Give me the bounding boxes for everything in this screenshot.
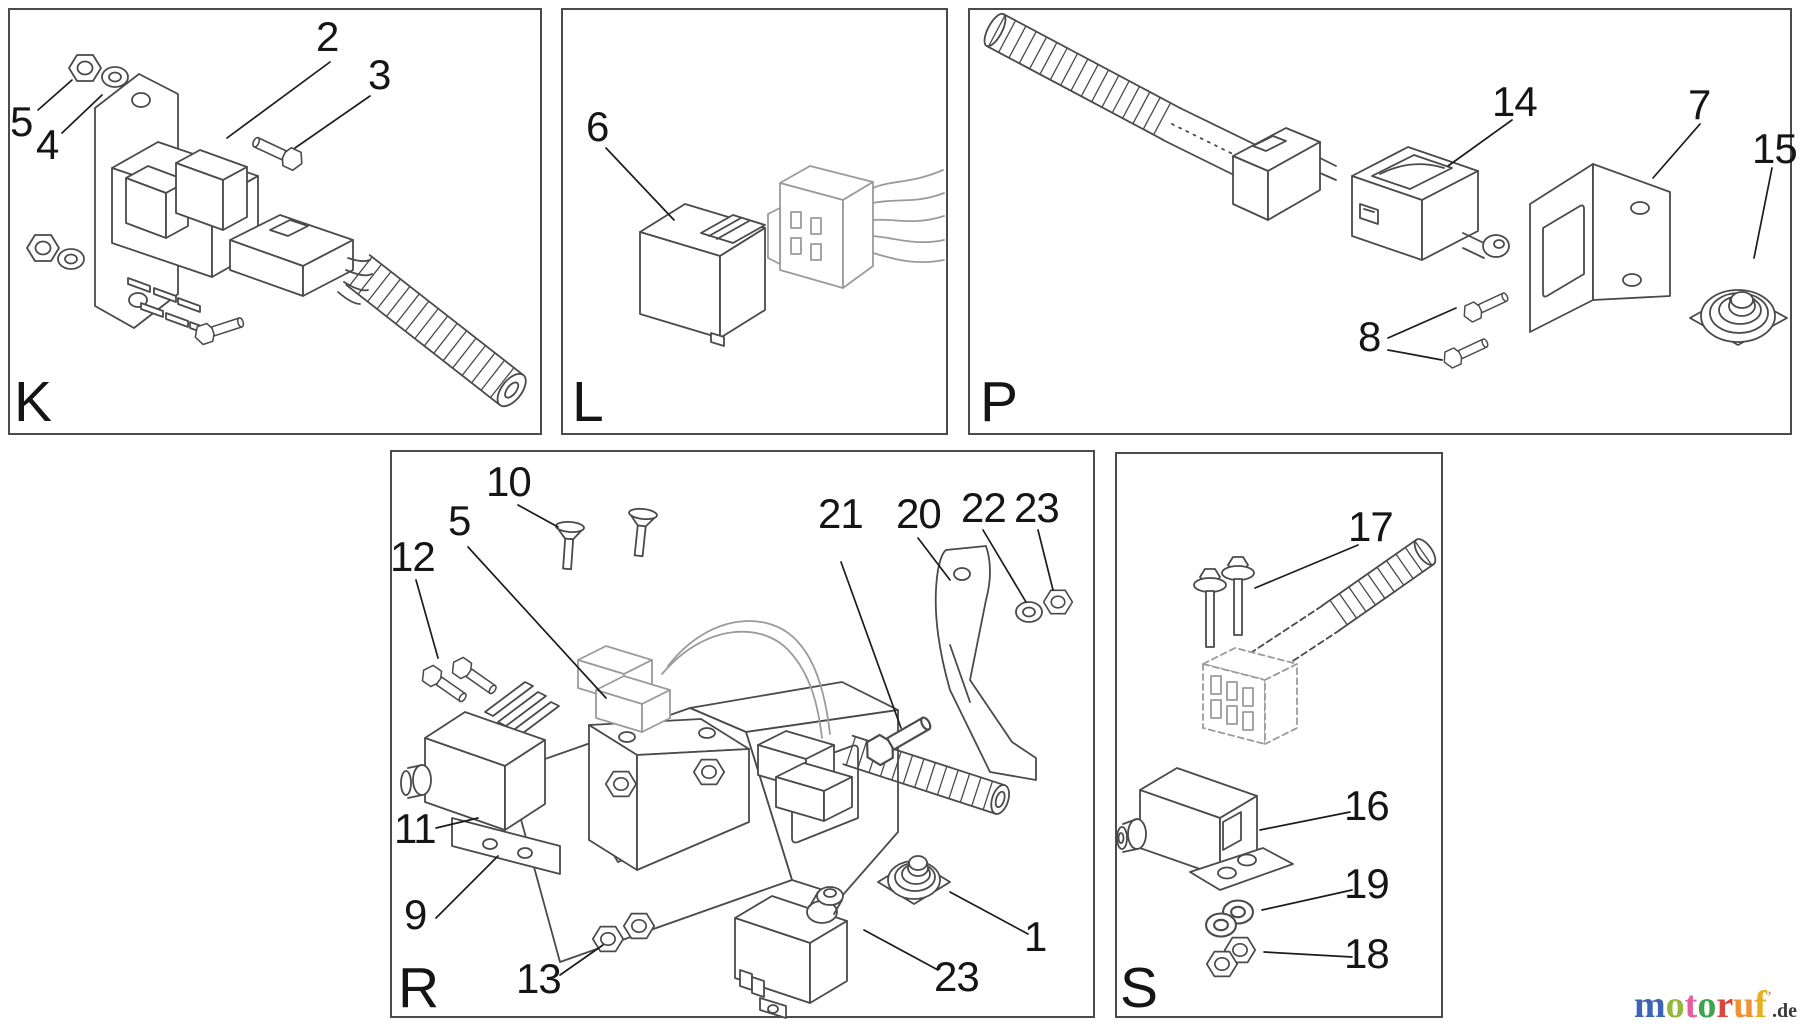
pto-switch	[734, 886, 848, 1019]
relay-assembly	[111, 141, 259, 337]
callout-1: 1	[1024, 913, 1047, 960]
panel-letter-k: K	[14, 370, 53, 434]
hex-bolt-icon	[248, 131, 307, 174]
cable-connector	[1232, 127, 1337, 221]
flange-bolt-icon	[1193, 568, 1227, 648]
rubber-boot	[877, 855, 951, 905]
callout-15: 15	[1752, 125, 1798, 172]
logo-letter: t	[1684, 984, 1698, 1026]
logo-letter: o	[1697, 984, 1717, 1026]
callout-12: 12	[390, 533, 436, 580]
corrugated-cable	[842, 734, 1010, 815]
flat-screw-icon	[623, 506, 659, 559]
callout-6: 6	[586, 103, 609, 150]
logo-letter: r	[1716, 984, 1734, 1026]
motoruf-logo[interactable]: motoruf’.de	[1634, 986, 1797, 1024]
hex-nut-icon	[1042, 589, 1074, 615]
washer-icon	[1015, 601, 1043, 623]
callout-3: 3	[368, 51, 391, 98]
harness-connectors	[757, 730, 853, 822]
callout-23: 23	[1014, 484, 1060, 531]
hex-nut-icon	[1205, 950, 1239, 978]
panel-letter-s: S	[1120, 956, 1159, 1020]
interlock-switch	[1351, 146, 1510, 261]
logo-mark: ’	[1766, 989, 1772, 1005]
callout-4: 4	[36, 121, 59, 168]
callout-20: 20	[896, 490, 942, 537]
hex-nut-icon	[622, 912, 656, 940]
panel-letter-r: R	[398, 956, 440, 1020]
callout-18: 18	[1344, 930, 1390, 977]
callout-11: 11	[394, 805, 437, 852]
panel-s-art	[1116, 538, 1437, 978]
callout-13: 13	[516, 955, 562, 1002]
interlock-switch	[1116, 767, 1294, 891]
hex-nut-icon	[591, 925, 625, 953]
hex-nut-icon	[68, 54, 102, 82]
flange-bolt-icon	[1221, 556, 1255, 636]
relay-icon	[639, 203, 766, 347]
corrugated-cable	[1321, 538, 1437, 632]
relay-with-bracket	[400, 681, 561, 875]
washer-icon	[101, 66, 129, 88]
rubber-boot	[1689, 289, 1788, 346]
callout-23b: 23	[934, 953, 980, 1000]
connector-with-wires	[767, 165, 945, 289]
harness-ghost	[577, 620, 831, 739]
mounting-bracket	[1529, 163, 1671, 333]
logo-suffix: .de	[1771, 1000, 1797, 1022]
logo-letter: o	[1665, 984, 1685, 1026]
panel-l-art	[605, 147, 945, 347]
hex-nut-icon	[692, 758, 726, 786]
callout-22: 22	[961, 484, 1007, 531]
corrugated-cable	[345, 254, 527, 408]
callout-16: 16	[1344, 782, 1390, 829]
callout-21: 21	[818, 490, 864, 537]
harness-connector	[229, 214, 373, 305]
callout-17: 17	[1348, 503, 1394, 550]
logo-letter: f	[1754, 984, 1767, 1026]
callout-5b: 5	[448, 497, 471, 544]
panel-letter-l: L	[572, 370, 604, 434]
callout-19: 19	[1344, 860, 1390, 907]
panel-letter-p: P	[980, 370, 1019, 434]
hex-bolt-icon	[1439, 333, 1492, 371]
hex-bolt-icon	[1459, 287, 1512, 325]
hex-nut-icon	[604, 770, 638, 798]
switch-bracket	[588, 718, 750, 871]
callout-14: 14	[1492, 78, 1538, 125]
hex-bolt-icon	[191, 311, 247, 347]
flat-screw-icon	[552, 520, 586, 571]
washer-icon	[57, 248, 85, 270]
bracket-arm	[934, 545, 1037, 781]
panel-p-art	[983, 12, 1788, 371]
callout-8: 8	[1358, 313, 1381, 360]
callout-2: 2	[316, 13, 339, 60]
callout-7: 7	[1688, 81, 1711, 128]
connector-ghost	[1202, 647, 1298, 745]
callout-9: 9	[404, 891, 427, 938]
logo-letter: m	[1634, 984, 1666, 1026]
washer-icon	[1205, 912, 1237, 938]
logo-letter: u	[1733, 984, 1755, 1026]
corrugated-cable	[983, 12, 1181, 141]
callout-5: 5	[10, 98, 33, 145]
panel-k-art	[26, 54, 527, 408]
panel-r-art	[400, 504, 1074, 1019]
hex-nut-icon	[26, 234, 60, 262]
callout-10: 10	[486, 458, 532, 505]
